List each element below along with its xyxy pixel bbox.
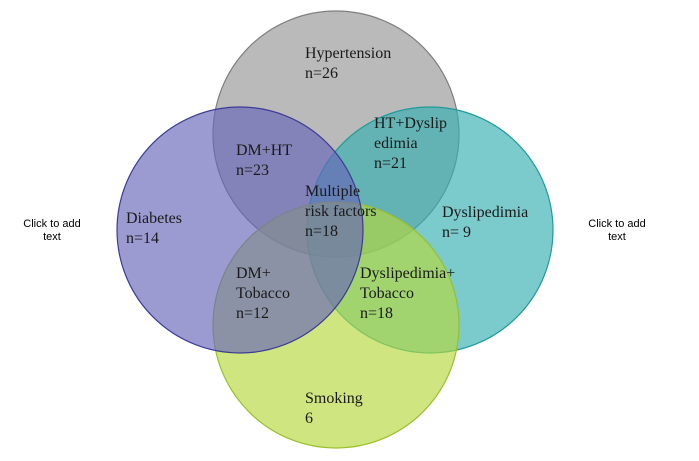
diabetes-circle [116, 106, 364, 354]
label-dyslipidemia-tobacco: Dyslipedimia+ Tobacco n=18 [360, 265, 456, 322]
label-diabetes: Diabetes n=14 [126, 210, 182, 247]
label-dm-tobacco: DM+ Tobacco n=12 [236, 265, 290, 322]
placeholder-right[interactable]: Click to add text [588, 218, 646, 243]
placeholder-left[interactable]: Click to add text [23, 218, 81, 243]
label-dyslipidemia: Dyslipedimia n= 9 [442, 204, 529, 241]
label-dm-ht: DM+HT n=23 [236, 142, 293, 179]
label-smoking: Smoking 6 [305, 390, 363, 427]
label-hypertension: Hypertension n=26 [305, 45, 392, 82]
label-ht-dyslipidemia: HT+Dyslip edimia n=21 [374, 115, 448, 172]
label-multiple-risk-factors: Multiple risk factors n=18 [305, 183, 377, 240]
